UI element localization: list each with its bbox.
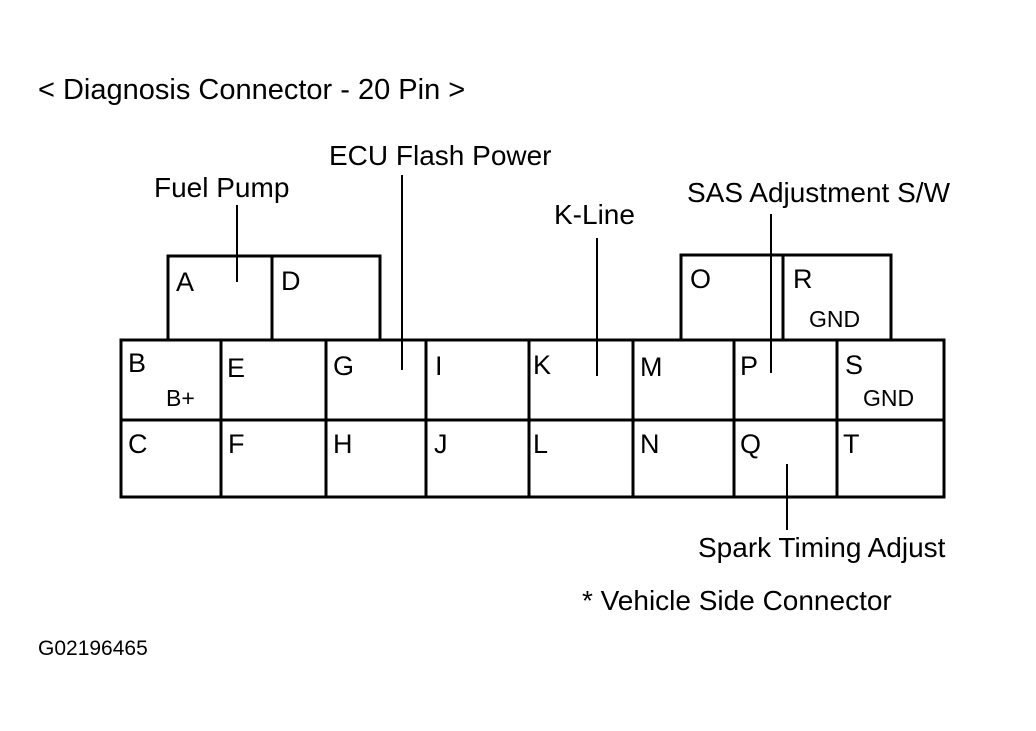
pin-cell-q: [732, 418, 839, 499]
callout-ecu-flash-power: ECU Flash Power: [329, 140, 552, 171]
callout-fuel-pump: Fuel Pump: [154, 172, 289, 203]
pin-label-d: D: [281, 266, 301, 296]
figure-code: G02196465: [38, 637, 148, 660]
pin-cell-r: [781, 253, 893, 342]
pin-note-b-plus: B+: [166, 385, 195, 411]
pin-label-f: F: [228, 429, 245, 459]
pin-label-p: P: [740, 351, 758, 381]
pin-label-i: I: [435, 351, 443, 381]
pin-cell-s: [835, 338, 946, 422]
pin-cell-f: [219, 418, 328, 499]
footnote: * Vehicle Side Connector: [582, 585, 892, 616]
callout-spark-timing: Spark Timing Adjust: [698, 532, 946, 563]
pin-label-t: T: [843, 429, 860, 459]
pin-cell-e: [219, 338, 328, 422]
pin-label-n: N: [640, 429, 660, 459]
pin-label-j: J: [434, 429, 448, 459]
pin-label-m: M: [640, 352, 663, 382]
pin-label-e: E: [227, 353, 245, 383]
pin-cell-j: [424, 418, 531, 499]
pin-cell-t: [835, 418, 946, 499]
pin-label-s: S: [845, 350, 863, 380]
callout-sas-adjustment: SAS Adjustment S/W: [687, 177, 951, 208]
pin-cell-a: [166, 254, 274, 342]
pin-cell-m: [631, 338, 736, 422]
pin-note-s-gnd: GND: [863, 385, 914, 411]
pin-label-o: O: [690, 264, 711, 294]
pin-label-b: B: [128, 348, 146, 378]
pin-label-c: C: [128, 429, 148, 459]
pin-label-h: H: [333, 429, 353, 459]
pin-cell-d: [270, 254, 382, 342]
pin-cell-i: [424, 338, 531, 422]
pin-label-l: L: [533, 429, 548, 459]
callout-k-line: K-Line: [554, 199, 635, 230]
pin-label-k: K: [533, 350, 551, 380]
pin-cell-c: [119, 418, 223, 499]
pin-label-r: R: [793, 264, 813, 294]
pin-label-g: G: [333, 351, 354, 381]
pin-label-a: A: [176, 267, 194, 297]
diagram-title: < Diagnosis Connector - 20 Pin >: [38, 74, 465, 106]
pin-cell-l: [527, 418, 635, 499]
pin-note-r-gnd: GND: [809, 306, 860, 332]
pin-label-q: Q: [740, 429, 761, 459]
